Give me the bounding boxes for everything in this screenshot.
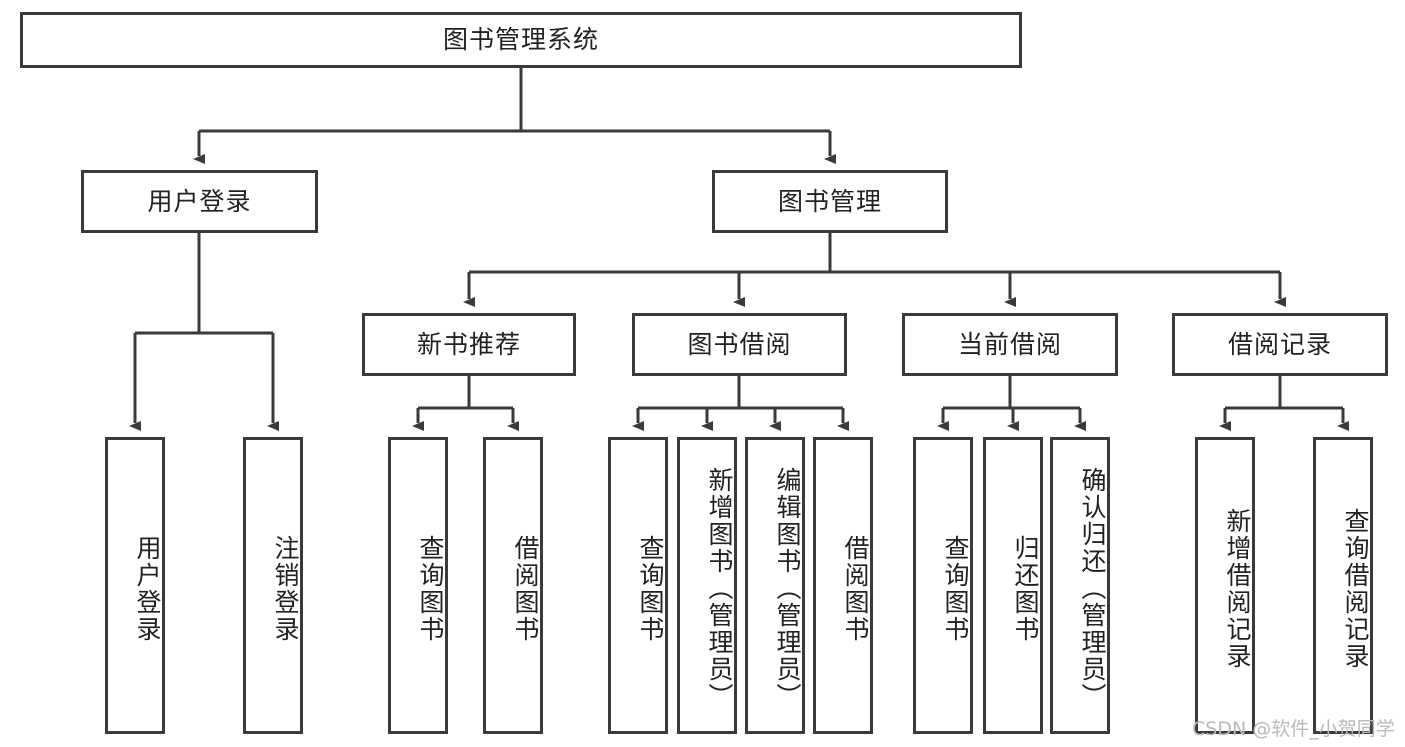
leaf-return-book[interactable]: 归还图书 bbox=[983, 437, 1043, 734]
leaf-query-record-label: 查询借阅记录 bbox=[1341, 507, 1370, 670]
leaf-borrow-book-1[interactable]: 借阅图书 bbox=[483, 437, 543, 734]
node-new-book-rec[interactable]: 新书推荐 bbox=[362, 313, 576, 376]
leaf-borrow-book-2-label: 借阅图书 bbox=[841, 534, 870, 643]
node-current-borrow-label: 当前借阅 bbox=[957, 329, 1062, 359]
node-root-label: 图书管理系统 bbox=[442, 25, 599, 55]
leaf-logout-label: 注销登录 bbox=[271, 534, 300, 643]
leaf-query-book-2[interactable]: 查询图书 bbox=[608, 437, 668, 734]
leaf-query-book-1[interactable]: 查询图书 bbox=[388, 437, 448, 734]
leaf-confirm-return-label: 确认归还（管理员） bbox=[1078, 467, 1107, 710]
leaf-add-book[interactable]: 新增图书（管理员） bbox=[677, 437, 737, 734]
leaf-add-record-label: 新增借阅记录 bbox=[1223, 507, 1252, 670]
node-book-manage[interactable]: 图书管理 bbox=[712, 170, 948, 233]
node-book-manage-label: 图书管理 bbox=[777, 186, 882, 216]
node-root[interactable]: 图书管理系统 bbox=[20, 12, 1022, 68]
node-borrow-record[interactable]: 借阅记录 bbox=[1172, 313, 1388, 376]
node-book-borrow-label: 图书借阅 bbox=[687, 329, 792, 359]
leaf-edit-book[interactable]: 编辑图书（管理员） bbox=[745, 437, 805, 734]
leaf-query-book-1-label: 查询图书 bbox=[416, 534, 445, 643]
leaf-confirm-return[interactable]: 确认归还（管理员） bbox=[1050, 437, 1110, 734]
leaf-query-book-2-label: 查询图书 bbox=[636, 534, 665, 643]
leaf-edit-book-label: 编辑图书（管理员） bbox=[773, 467, 802, 710]
leaf-query-record[interactable]: 查询借阅记录 bbox=[1313, 437, 1373, 734]
leaf-borrow-book-2[interactable]: 借阅图书 bbox=[813, 437, 873, 734]
leaf-logout[interactable]: 注销登录 bbox=[243, 437, 303, 734]
csdn-watermark: CSDN @软件_小贺同学 bbox=[1192, 718, 1395, 740]
leaf-add-record[interactable]: 新增借阅记录 bbox=[1195, 437, 1255, 734]
node-book-borrow[interactable]: 图书借阅 bbox=[632, 313, 847, 376]
leaf-user-login-label: 用户登录 bbox=[133, 534, 162, 643]
leaf-borrow-book-1-label: 借阅图书 bbox=[511, 534, 540, 643]
leaf-query-book-3-label: 查询图书 bbox=[941, 534, 970, 643]
node-current-borrow[interactable]: 当前借阅 bbox=[902, 313, 1118, 376]
leaf-add-book-label: 新增图书（管理员） bbox=[705, 467, 734, 710]
leaf-return-book-label: 归还图书 bbox=[1011, 534, 1040, 643]
node-new-book-rec-label: 新书推荐 bbox=[416, 329, 521, 359]
node-user-login[interactable]: 用户登录 bbox=[81, 170, 318, 233]
leaf-user-login[interactable]: 用户登录 bbox=[105, 437, 165, 734]
leaf-query-book-3[interactable]: 查询图书 bbox=[913, 437, 973, 734]
node-user-login-label: 用户登录 bbox=[147, 186, 252, 216]
node-borrow-record-label: 借阅记录 bbox=[1227, 329, 1332, 359]
